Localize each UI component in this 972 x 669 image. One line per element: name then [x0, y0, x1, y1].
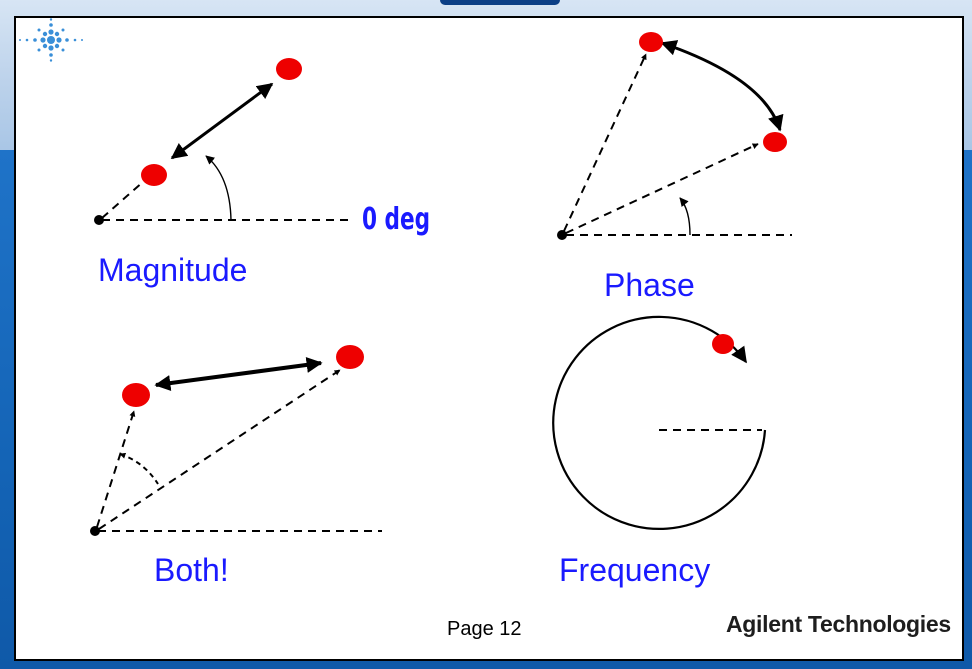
phase-angle-arc [679, 197, 691, 236]
frequency-point [712, 334, 734, 354]
phase-point-1 [639, 32, 663, 52]
agilent-spark-icon [19, 18, 83, 62]
page-number: Page 12 [447, 618, 522, 640]
both-double-arrow [154, 356, 323, 392]
magnitude-point-end [276, 58, 302, 80]
phase-rotation-arrow [660, 40, 784, 132]
phase-vector-1 [563, 53, 647, 232]
title-bar-remnant [440, 0, 560, 5]
diagram-panel: 0 deg Magnitude Phase Both! Frequency Pa… [14, 16, 964, 661]
phase-origin-point [557, 230, 567, 240]
phase-label: Phase [604, 267, 695, 303]
magnitude-vector-line [101, 180, 145, 219]
both-diagram [90, 345, 382, 536]
modulation-diagram [90, 32, 792, 536]
phase-vector-2 [565, 143, 759, 234]
magnitude-origin-point [94, 215, 104, 225]
magnitude-angle-arc [205, 155, 232, 221]
both-vector-1 [96, 410, 136, 528]
agilent-technologies-logo-text: Agilent Technologies [726, 611, 951, 637]
both-point-2 [336, 345, 364, 369]
both-vector-2 [98, 369, 341, 530]
both-origin-point [90, 526, 100, 536]
magnitude-point-start [141, 164, 167, 186]
phase-point-2 [763, 132, 787, 152]
phase-diagram [557, 32, 792, 240]
both-point-1 [122, 383, 150, 407]
frequency-rotation-circle [552, 315, 767, 530]
both-label: Both! [154, 552, 229, 588]
zero-degree-label: 0 deg [362, 202, 431, 237]
frequency-label: Frequency [559, 552, 711, 588]
magnitude-double-arrow [170, 82, 274, 160]
magnitude-diagram [94, 58, 354, 225]
both-angle-arc [119, 452, 159, 485]
frequency-diagram [552, 315, 767, 530]
magnitude-label: Magnitude [98, 252, 248, 288]
